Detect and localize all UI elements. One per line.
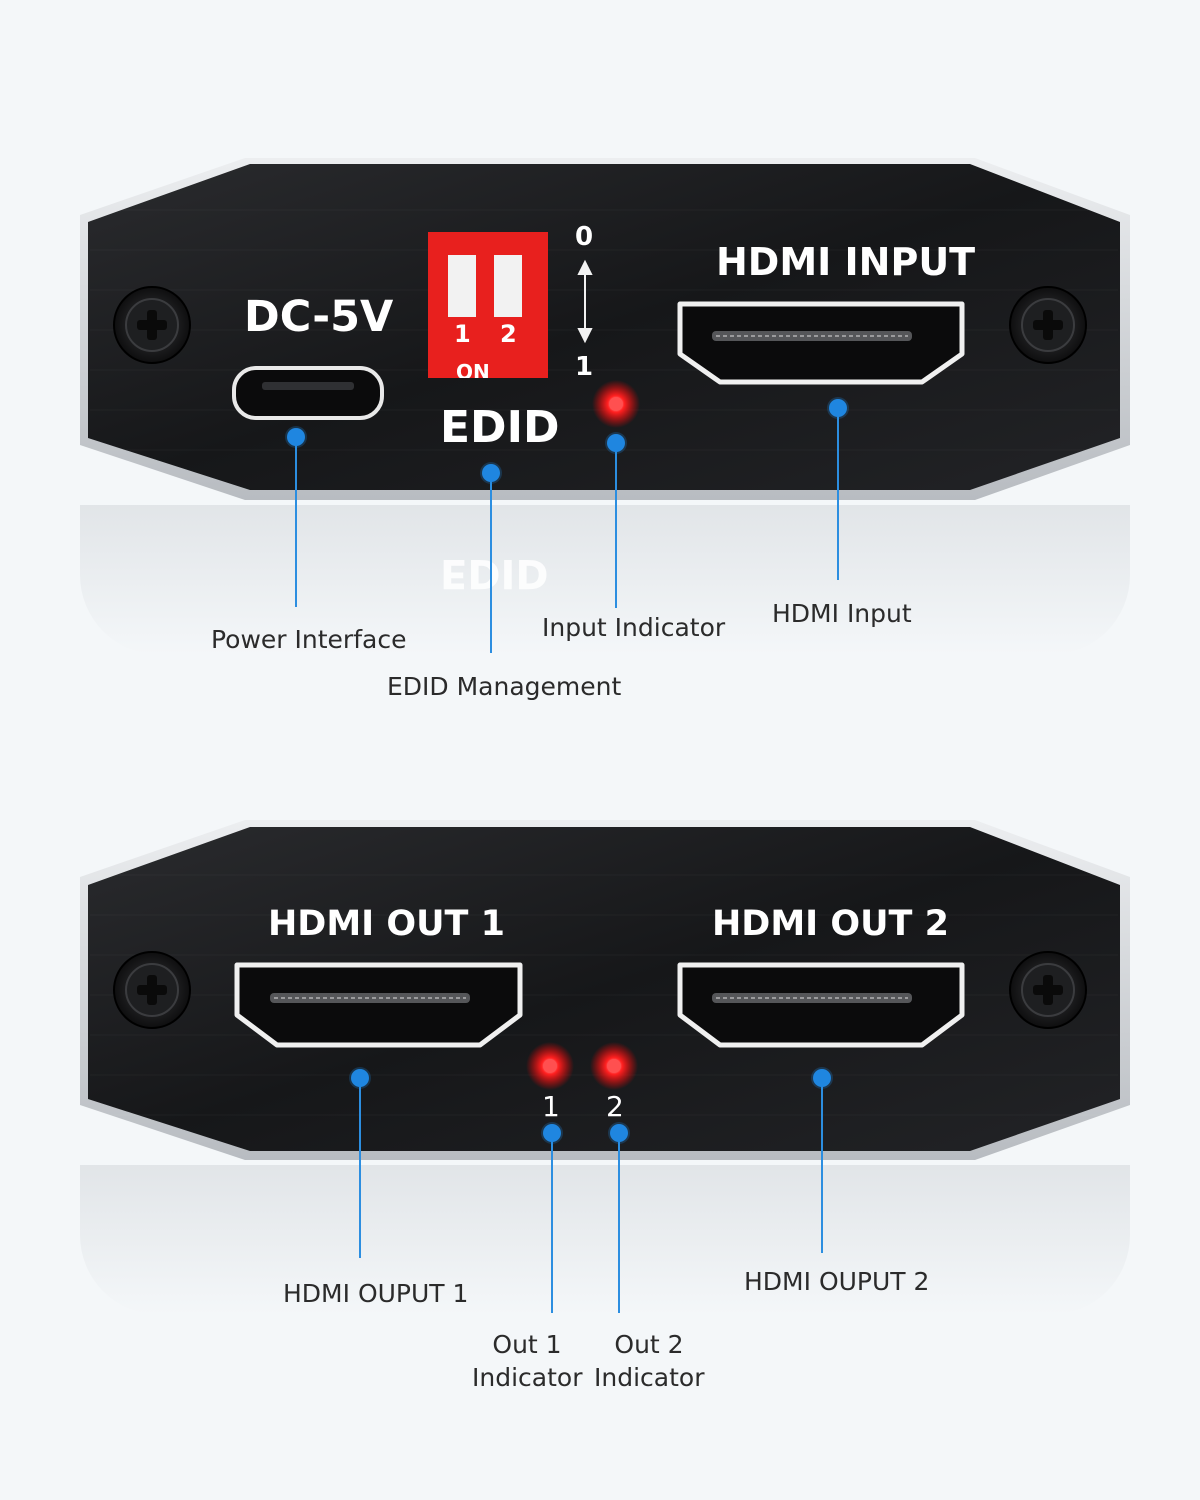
hdmi-out-1-label: HDMI OUT 1	[268, 904, 505, 944]
back-face	[88, 827, 1120, 1151]
out-2-indicator-callout: Out 2 Indicator	[594, 1328, 704, 1394]
hdmi-input-label: HDMI INPUT	[716, 240, 976, 284]
callout-dot	[813, 1069, 831, 1087]
state-0-label: 0	[575, 222, 594, 252]
out-1-indicator-callout: Out 1 Indicator	[472, 1328, 582, 1394]
state-1-label: 1	[575, 352, 594, 376]
hdmi-output-1-callout: HDMI OUPUT 1	[283, 1279, 469, 1308]
out-2-indicator-line2: Indicator	[594, 1363, 705, 1392]
hdmi-input-callout: HDMI Input	[772, 599, 912, 628]
hdmi-out-2-label: HDMI OUT 2	[712, 904, 949, 944]
callout-line	[837, 408, 839, 580]
input-indicator-callout: Input Indicator	[542, 613, 726, 642]
callout-line	[618, 1133, 620, 1313]
edid-management-callout: EDID Management	[387, 672, 622, 701]
callout-dot	[351, 1069, 369, 1087]
out-2-indicator-line1: Out 2	[614, 1330, 684, 1359]
callout-dot	[482, 464, 500, 482]
callout-line	[490, 473, 492, 653]
hdmi-input-port	[677, 301, 965, 385]
micro-usb-port	[232, 366, 384, 420]
hdmi-out-1-port	[234, 962, 523, 1048]
out-1-indicator-line2: Indicator	[472, 1363, 583, 1392]
edid-label: EDID	[440, 402, 560, 453]
out-1-indicator-line1: Out 1	[492, 1330, 562, 1359]
callout-dot	[543, 1124, 561, 1142]
double-arrow-icon	[577, 259, 593, 344]
switch-1-label: 1	[454, 320, 471, 348]
front-face	[88, 164, 1120, 490]
edid-dip-switch	[428, 232, 548, 378]
hdmi-output-2-callout: HDMI OUPUT 2	[744, 1267, 930, 1296]
screw-icon	[1009, 951, 1087, 1029]
switch-2-label: 2	[500, 320, 517, 348]
callout-dot	[610, 1124, 628, 1142]
front-panel-reflection: EDID	[80, 505, 1130, 655]
screw-icon	[113, 286, 191, 364]
callout-line	[295, 437, 297, 607]
callout-dot	[607, 434, 625, 452]
screw-icon	[1009, 286, 1087, 364]
back-panel-reflection	[80, 1165, 1130, 1315]
callout-dot	[287, 428, 305, 446]
led-1-label: 1	[542, 1090, 560, 1123]
switch-on-label: ON	[456, 360, 490, 378]
led-2-label: 2	[606, 1090, 624, 1123]
reflection-text: EDID	[440, 550, 549, 596]
front-panel	[80, 158, 1130, 500]
back-panel	[80, 820, 1130, 1160]
callout-line	[551, 1133, 553, 1313]
power-interface-callout: Power Interface	[211, 625, 407, 654]
callout-line	[821, 1078, 823, 1253]
screw-icon	[113, 951, 191, 1029]
hdmi-out-2-port	[677, 962, 965, 1048]
callout-line	[615, 443, 617, 608]
callout-dot	[829, 399, 847, 417]
callout-line	[359, 1078, 361, 1258]
power-port-label: DC-5V	[244, 292, 394, 342]
